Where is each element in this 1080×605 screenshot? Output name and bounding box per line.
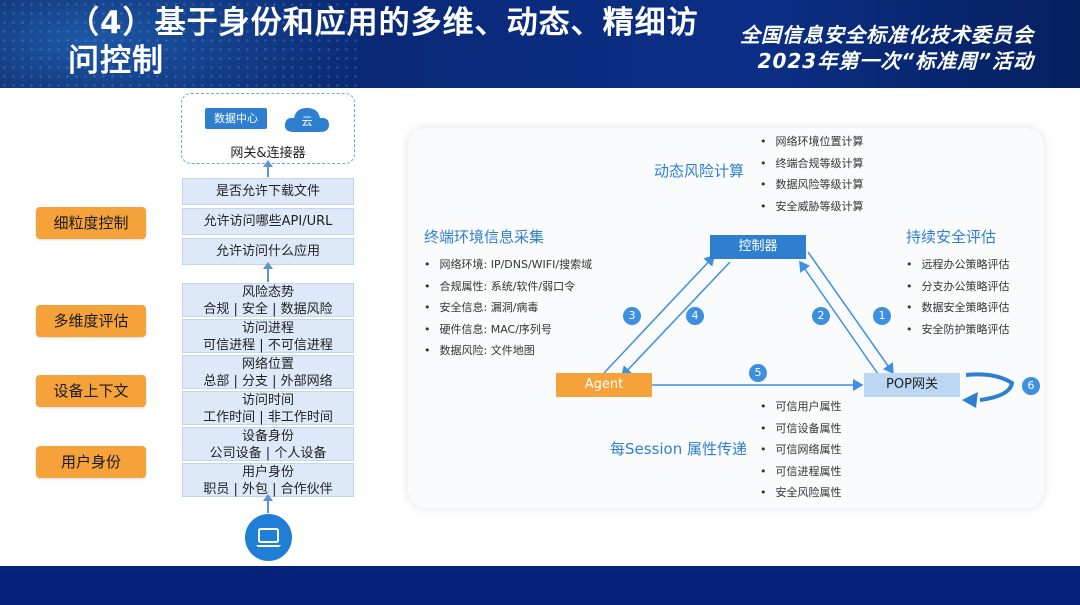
list-item: 安全信息: 漏洞/病毒 [424,297,592,319]
datacenter-chip: 数据中心 [205,108,267,129]
attr-detail: 工作时间 | 非工作时间 [203,410,333,425]
pop-gateway-node: POP网关 [864,373,960,397]
list-item: 可信进程属性 [760,461,842,483]
attr-access-process: 访问进程 可信进程 | 不可信进程 [182,319,354,353]
gateway-connector-group: 数据中心 云 网关&连接器 [181,93,355,164]
cloud-icon [284,108,329,132]
list-item: 可信设备属性 [760,418,842,440]
list-item: 分支办公策略评估 [906,276,1010,298]
header-glow [0,0,380,88]
eval-list: 远程办公策略评估 分支办公策略评估 数据安全策略评估 安全防护策略评估 [906,254,1010,340]
list-item: 安全风险属性 [760,482,842,504]
control-download: 是否允许下载文件 [182,178,354,205]
attr-detail: 可信进程 | 不可信进程 [203,338,333,353]
attr-access-time: 访问时间 工作时间 | 非工作时间 [182,391,354,425]
laptop-icon [245,514,292,561]
controller-node: 控制器 [710,235,806,259]
category-user-identity: 用户身份 [36,446,146,478]
list-item: 数据风险等级计算 [760,174,864,196]
attr-device-identity: 设备身份 公司设备 | 个人设备 [182,427,354,461]
list-item: 可信网络属性 [760,439,842,461]
attr-detail: 合规 | 安全 | 数据风险 [203,302,333,317]
collect-title: 终端环境信息采集 [424,228,545,246]
risk-calc-list: 网络环境位置计算 终端合规等级计算 数据风险等级计算 安全威胁等级计算 [760,131,864,217]
header-banner: （4）基于身份和应用的多维、动态、精细访问控制 全国信息安全标准化技术委员会 2… [0,0,1080,88]
step-4-badge: 4 [686,307,704,325]
list-item: 安全威胁等级计算 [760,196,864,218]
attr-title: 访问进程 [241,321,294,336]
control-api-url: 允许访问哪些API/URL [182,208,354,235]
attr-user-identity: 用户身份 职员 | 外包 | 合作伙伴 [182,463,354,497]
page-title: （4）基于身份和应用的多维、动态、精细访问控制 [68,5,699,79]
step-6-badge: 6 [1022,377,1040,395]
list-item: 数据安全策略评估 [906,297,1010,319]
step-2-badge: 2 [812,307,830,325]
session-title: 每Session 属性传递 [610,440,748,458]
step-5-badge: 5 [749,364,767,382]
organization-name: 全国信息安全标准化技术委员会 2023年第一次“标准周”活动 [740,22,1034,74]
header-dot-pattern [0,0,360,88]
attr-title: 访问时间 [241,393,294,408]
list-item: 硬件信息: MAC/序列号 [424,319,592,341]
step-3-badge: 3 [623,307,641,325]
org-line-2: 2023年第一次“标准周”活动 [757,49,1034,73]
gateway-label: 网关&连接器 [230,146,306,161]
attr-risk-posture: 风险态势 合规 | 安全 | 数据风险 [182,283,354,317]
step-1-badge: 1 [873,307,891,325]
list-item: 网络环境位置计算 [760,131,864,153]
list-item: 远程办公策略评估 [906,254,1010,276]
attr-title: 设备身份 [241,429,294,444]
category-device-context: 设备上下文 [36,375,146,407]
attr-title: 用户身份 [241,465,294,480]
attr-detail: 公司设备 | 个人设备 [209,446,327,461]
attr-detail: 职员 | 外包 | 合作伙伴 [203,482,333,497]
list-item: 网络环境: IP/DNS/WIFI/搜索域 [424,254,593,276]
control-app: 允许访问什么应用 [182,238,354,265]
footer-bar [0,566,1080,605]
list-item: 可信用户属性 [760,396,842,418]
category-fine-grained-control: 细粒度控制 [36,207,146,239]
list-item: 数据风险: 文件地图 [424,340,592,362]
category-multi-dimension-eval: 多维度评估 [36,305,146,337]
stack-arrow [263,494,273,513]
org-line-1: 全国信息安全标准化技术委员会 [740,23,1034,47]
stack-arrow [263,262,273,282]
cloud-label: 云 [301,115,313,128]
risk-calc-title: 动态风险计算 [654,162,745,180]
list-item: 终端合规等级计算 [760,153,864,175]
attr-title: 风险态势 [241,285,294,300]
stack-arrow [263,160,273,177]
agent-node: Agent [556,373,652,397]
list-item: 安全防护策略评估 [906,319,1010,341]
list-item: 合规属性: 系统/软件/弱口令 [424,276,592,298]
attr-detail: 总部 | 分支 | 外部网络 [203,374,333,389]
attr-title: 网络位置 [241,357,294,372]
eval-title: 持续安全评估 [906,228,997,246]
collect-list: 网络环境: IP/DNS/WIFI/搜索域 合规属性: 系统/软件/弱口令 安全… [424,254,593,362]
session-list: 可信用户属性 可信设备属性 可信网络属性 可信进程属性 安全风险属性 [760,396,842,504]
attr-network-location: 网络位置 总部 | 分支 | 外部网络 [182,355,354,389]
